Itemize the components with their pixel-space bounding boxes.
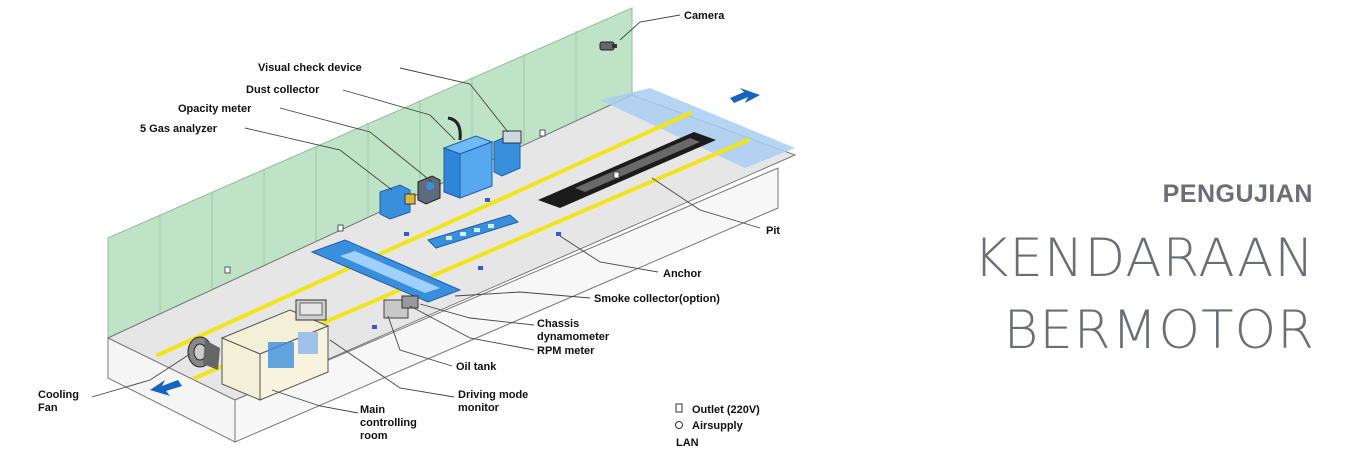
legend-lan: LAN — [676, 437, 699, 449]
dynamometer-rollers — [446, 224, 494, 240]
legend: Outlet (220V) Airsupply LAN — [675, 403, 760, 449]
leader-lines — [91, 14, 761, 414]
pit-zone — [600, 88, 795, 168]
floor-side-face — [234, 167, 779, 443]
label-chassis: Chassis — [537, 318, 579, 330]
label-controlling: controlling — [360, 417, 417, 429]
dust-collector — [442, 116, 494, 199]
opacity-meter — [417, 175, 441, 205]
legend-airsupply: Airsupply — [692, 420, 744, 432]
wall-panel-lines — [159, 31, 577, 314]
label-gas-analyzer: 5 Gas analyzer — [140, 123, 218, 135]
smoke-collector-detail — [340, 251, 440, 293]
gas-analyzer — [379, 184, 416, 220]
label-anchor: Anchor — [663, 268, 702, 280]
exit-arrow-icon — [150, 380, 182, 396]
title-pengujian: PENGUJIAN — [1162, 180, 1313, 208]
outlet-icon — [675, 403, 683, 413]
label-dust-collector: Dust collector — [246, 84, 320, 96]
label-dynamometer: dynamometer — [537, 331, 610, 343]
label-smoke-collector: Smoke collector(option) — [594, 293, 720, 305]
main-controlling-room — [220, 309, 330, 401]
rpm-meter — [401, 295, 419, 309]
label-oil-tank: Oil tank — [456, 361, 497, 373]
label-camera: Camera — [684, 10, 725, 22]
title-block: PENGUJIAN KENDARAAN BERMOTOR — [974, 180, 1315, 367]
airsupply-icon — [675, 421, 683, 429]
facility-diagram: Camera Visual check device Dust collecto… — [38, 7, 797, 449]
label-main: Main — [360, 404, 385, 416]
visual-check-device — [493, 130, 522, 177]
label-monitor: monitor — [458, 402, 500, 414]
title-bermotor: BERMOTOR — [1003, 300, 1315, 361]
label-fan: Fan — [38, 402, 58, 414]
label-cooling: Cooling — [38, 389, 79, 401]
label-driving-mode: Driving mode — [458, 389, 528, 401]
label-pit: Pit — [766, 225, 780, 237]
driving-mode-monitor — [295, 299, 327, 321]
label-opacity-meter: Opacity meter — [178, 103, 252, 115]
label-rpm-meter: RPM meter — [537, 345, 595, 357]
outlet-markers — [224, 129, 620, 274]
label-room: room — [360, 430, 388, 442]
label-visual-check: Visual check device — [258, 62, 362, 74]
legend-outlet: Outlet (220V) — [692, 404, 760, 416]
cooling-fan — [187, 336, 220, 370]
entry-arrow-icon — [730, 88, 760, 103]
title-kendaraan: KENDARAAN — [973, 228, 1315, 289]
pit-gradient — [575, 138, 700, 192]
camera-icon — [599, 41, 617, 51]
